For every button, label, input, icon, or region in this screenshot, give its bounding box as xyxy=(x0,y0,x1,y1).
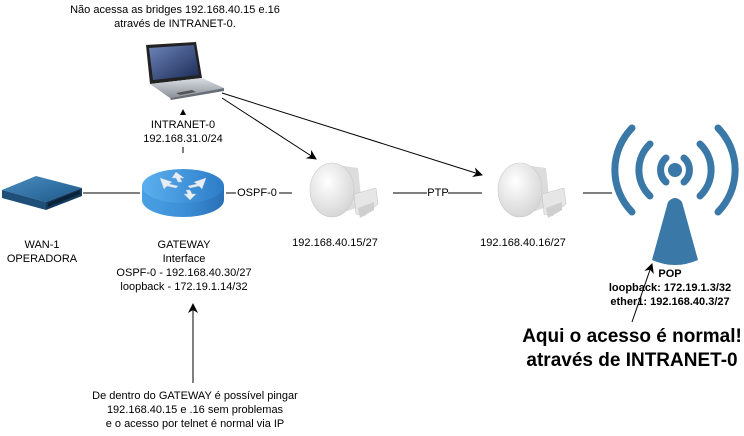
server-icon xyxy=(2,176,82,210)
bottom-note-line: De dentro do GATEWAY é possível pingar xyxy=(92,390,298,402)
bridge2-label: 192.168.40.16/27 xyxy=(480,237,566,249)
ospf-link-label: OSPF-0 xyxy=(237,187,277,199)
laptop-label: INTRANET-0 192.168.31.0/24 xyxy=(133,118,233,146)
gateway-label-line: GATEWAY xyxy=(157,239,211,251)
pop-note-line: através de INTRANET-0 xyxy=(526,350,738,371)
arrow-note-pop xyxy=(631,263,654,323)
wan-node[interactable] xyxy=(0,172,84,212)
gateway-label-line: OSPF-0 - 192.168.40.30/27 xyxy=(116,267,252,279)
gateway-node[interactable] xyxy=(140,164,226,220)
pop-label-line: loopback: 172.19.1.3/32 xyxy=(608,282,732,294)
wireless-bridge-icon xyxy=(497,162,567,218)
top-note: Não acessa as bridges 192.168.40.15 e.16… xyxy=(50,3,300,31)
laptop-node[interactable] xyxy=(140,38,224,100)
ptp-link-label: PTP xyxy=(427,187,449,199)
gateway-label-line: Interface xyxy=(162,253,206,265)
pop-label: POP loopback: 172.19.1.3/32 ether1: 192.… xyxy=(600,267,740,309)
top-note-line: através de INTRANET-0. xyxy=(114,18,236,30)
bottom-note-line: e o acesso por telnet é normal via IP xyxy=(105,418,285,430)
pop-node[interactable] xyxy=(610,120,740,270)
wan-label-line: WAN-1 xyxy=(24,239,60,251)
top-note-line: Não acessa as bridges 192.168.40.15 e.16 xyxy=(70,4,280,16)
bridge1-label: 192.168.40.15/27 xyxy=(292,237,378,249)
laptop-label-line: 192.168.31.0/24 xyxy=(143,133,223,145)
pop-label-line: ether1: 192.168.40.3/27 xyxy=(610,296,730,308)
wan-label: WAN-1 OPERADORA xyxy=(0,238,84,266)
laptop-label-line: INTRANET-0 xyxy=(150,119,216,131)
arrowhead-laptop xyxy=(180,109,186,115)
pop-note: Aqui o acesso é normal! através de INTRA… xyxy=(520,325,744,373)
bridge2-node[interactable] xyxy=(490,160,570,226)
bottom-note-line: 192.168.40.15 e .16 sem problemas xyxy=(106,404,284,416)
gateway-label-line: loopback - 172.19.1.14/32 xyxy=(120,281,248,293)
laptop-icon xyxy=(146,42,224,100)
wan-label-line: OPERADORA xyxy=(6,253,78,265)
pop-label-line: POP xyxy=(658,268,682,280)
bridge1-node[interactable] xyxy=(302,160,382,226)
wireless-tower-icon xyxy=(611,124,739,265)
wireless-bridge-icon xyxy=(309,162,379,218)
pop-note-line: Aqui o acesso é normal! xyxy=(522,326,742,347)
router-icon xyxy=(142,169,224,217)
gateway-label: GATEWAY Interface OSPF-0 - 192.168.40.30… xyxy=(96,238,272,294)
arrow-laptop-bridge1 xyxy=(221,97,317,160)
bottom-note: De dentro do GATEWAY é possível pingar 1… xyxy=(60,389,330,431)
arrow-laptop-bridge2 xyxy=(221,92,483,178)
